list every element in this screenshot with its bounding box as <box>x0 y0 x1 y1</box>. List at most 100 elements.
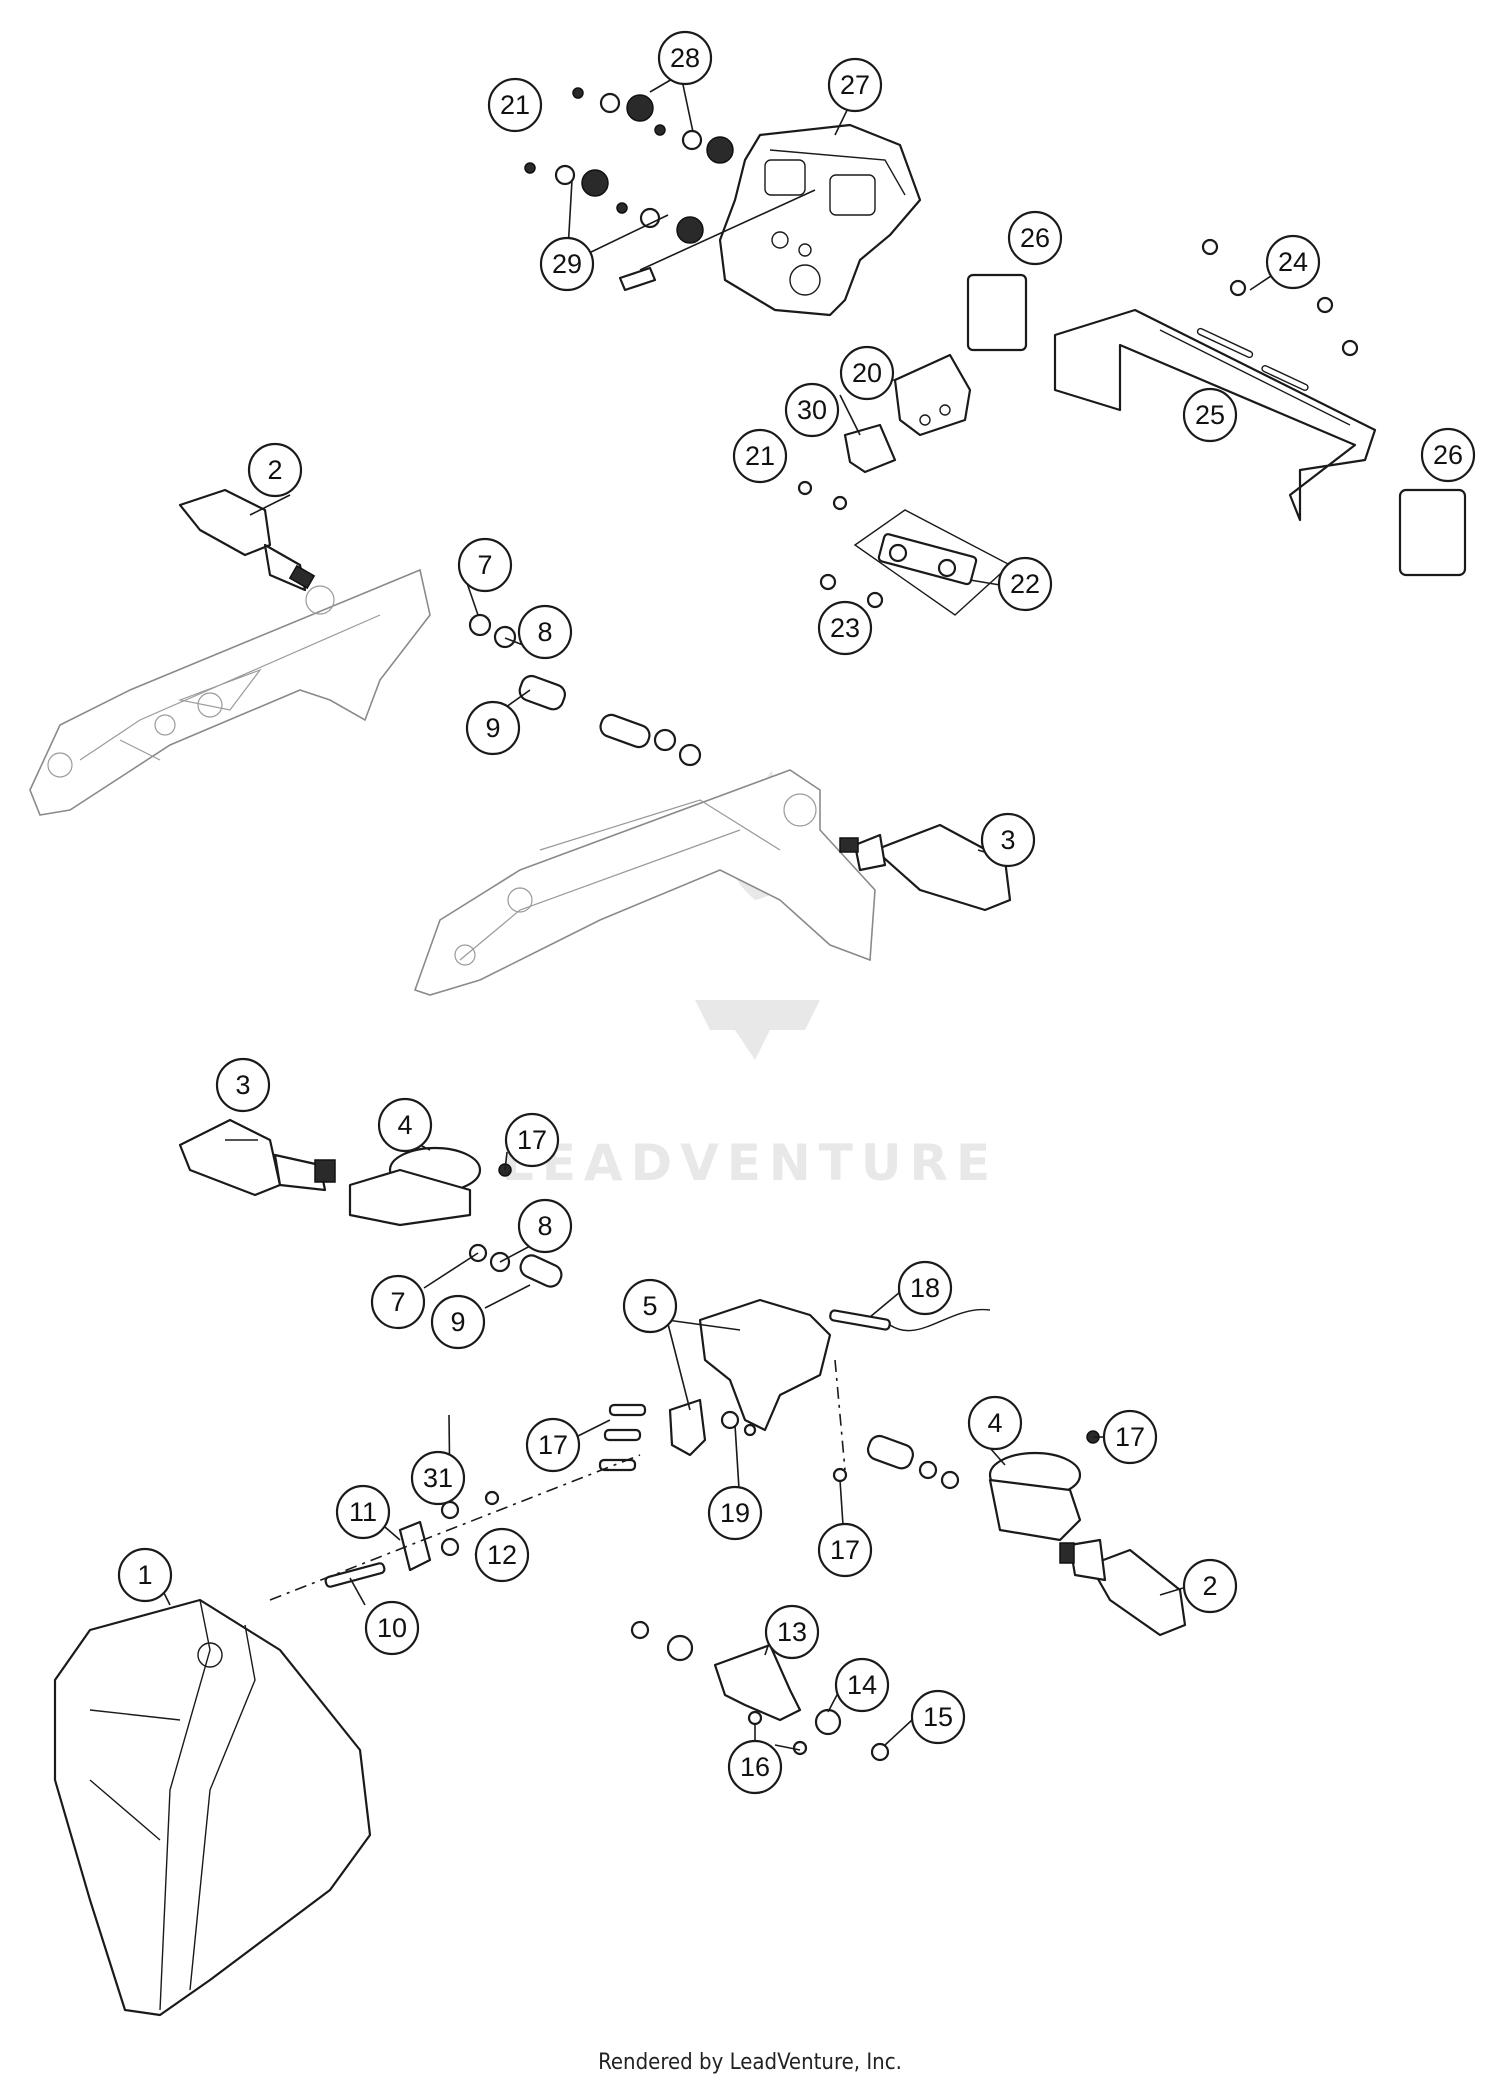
svg-text:24: 24 <box>1278 247 1308 277</box>
callout-1: 1 <box>117 1547 173 1603</box>
callout-17-bottom: 17 <box>817 1522 873 1578</box>
svg-text:7: 7 <box>477 550 492 580</box>
callout-26-top: 26 <box>1007 210 1063 266</box>
callout-18: 18 <box>897 1260 953 1316</box>
bulb-sockets <box>524 87 734 244</box>
callout-25: 25 <box>1182 387 1238 443</box>
tail-light-assembly <box>618 123 922 317</box>
lamp-holder-5 <box>668 1298 832 1457</box>
callout-2-bottom: 2 <box>1182 1558 1238 1614</box>
svg-text:18: 18 <box>910 1273 940 1303</box>
watermark-v-icon <box>695 1000 820 1060</box>
spacers-bottom-left <box>468 1243 563 1288</box>
footer-credit: Rendered by LeadVenture, Inc. <box>598 2050 902 2075</box>
bracket-screws <box>1201 238 1359 357</box>
callout-21-mid: 21 <box>732 428 788 484</box>
callout-27: 27 <box>827 57 883 113</box>
svg-text:2: 2 <box>1202 1571 1217 1601</box>
callout-4-left: 4 <box>377 1097 433 1153</box>
callout-17-left: 17 <box>525 1417 581 1473</box>
bolt-10-washers <box>324 1490 500 1588</box>
svg-text:26: 26 <box>1020 223 1050 253</box>
callout-7-top: 7 <box>457 537 513 593</box>
callout-2-top: 2 <box>247 442 303 498</box>
svg-text:22: 22 <box>1010 569 1040 599</box>
callout-4-right: 4 <box>967 1395 1023 1451</box>
callout-23: 23 <box>817 600 873 656</box>
svg-text:27: 27 <box>840 70 870 100</box>
svg-text:14: 14 <box>847 1670 877 1700</box>
svg-text:29: 29 <box>552 249 582 279</box>
callout-16: 16 <box>727 1739 783 1795</box>
left-mount-arm <box>29 568 431 816</box>
callout-26-right: 26 <box>1420 427 1476 483</box>
callout-10: 10 <box>364 1600 420 1656</box>
callout-15: 15 <box>910 1689 966 1745</box>
svg-text:21: 21 <box>745 441 775 471</box>
svg-text:10: 10 <box>377 1613 407 1643</box>
svg-text:4: 4 <box>987 1408 1002 1438</box>
svg-text:7: 7 <box>390 1287 405 1317</box>
callout-9-bottom: 9 <box>430 1294 486 1350</box>
svg-text:11: 11 <box>349 1497 377 1527</box>
callout-7-bottom: 7 <box>370 1274 426 1330</box>
svg-text:31: 31 <box>423 1463 453 1493</box>
svg-text:1: 1 <box>137 1560 152 1590</box>
callout-3-top: 3 <box>980 812 1036 868</box>
svg-text:2: 2 <box>267 455 282 485</box>
svg-text:9: 9 <box>450 1307 465 1337</box>
svg-text:21: 21 <box>500 90 530 120</box>
svg-text:15: 15 <box>923 1702 953 1732</box>
headlight-1 <box>53 1598 372 2017</box>
leader-lines <box>154 74 1281 1751</box>
indicator-3-bottom <box>178 1118 336 1197</box>
indicator-3-top <box>839 823 1012 912</box>
callout-12: 12 <box>474 1527 530 1583</box>
callout-17-right: 17 <box>1102 1409 1158 1465</box>
svg-text:3: 3 <box>235 1070 250 1100</box>
svg-text:5: 5 <box>642 1291 657 1321</box>
callout-17-top: 17 <box>504 1112 560 1168</box>
svg-text:3: 3 <box>1000 825 1015 855</box>
callout-19: 19 <box>707 1485 763 1541</box>
callout-29: 29 <box>539 236 595 292</box>
indicator-2-top <box>178 488 316 592</box>
svg-text:9: 9 <box>485 713 500 743</box>
svg-text:23: 23 <box>830 613 860 643</box>
svg-text:4: 4 <box>397 1110 412 1140</box>
callout-30: 30 <box>784 382 840 438</box>
light-bracket-22 <box>819 509 1012 616</box>
svg-text:8: 8 <box>537 1211 552 1241</box>
svg-text:26: 26 <box>1433 440 1463 470</box>
license-plate-light <box>797 353 972 511</box>
svg-text:17: 17 <box>1115 1422 1145 1452</box>
callout-20: 20 <box>839 345 895 401</box>
callout-5: 5 <box>622 1278 678 1334</box>
svg-text:20: 20 <box>852 358 882 388</box>
svg-text:19: 19 <box>720 1498 750 1528</box>
svg-text:8: 8 <box>537 617 552 647</box>
holder-4-left <box>348 1146 512 1227</box>
callout-28: 28 <box>657 30 713 86</box>
svg-text:17: 17 <box>538 1430 568 1460</box>
callout-8-top: 8 <box>517 604 573 660</box>
callout-11: 11 <box>335 1484 391 1540</box>
callout-8-bottom: 8 <box>517 1198 573 1254</box>
svg-text:25: 25 <box>1195 400 1225 430</box>
callout-21-top: 21 <box>487 77 543 133</box>
holder-4-right <box>866 1430 1100 1542</box>
svg-text:13: 13 <box>777 1617 807 1647</box>
reflectors <box>966 273 1467 577</box>
callout-14: 14 <box>834 1657 890 1713</box>
callout-22: 22 <box>997 556 1053 612</box>
svg-text:12: 12 <box>487 1540 517 1570</box>
right-mount-arm <box>413 769 876 996</box>
license-plate-bracket <box>1053 308 1377 522</box>
centerlines <box>269 1359 846 1601</box>
callout-3-bottom: 3 <box>215 1057 271 1113</box>
svg-text:30: 30 <box>797 395 827 425</box>
spacers-top <box>468 613 702 767</box>
svg-text:17: 17 <box>830 1535 860 1565</box>
svg-text:28: 28 <box>670 43 700 73</box>
callout-24: 24 <box>1265 234 1321 290</box>
